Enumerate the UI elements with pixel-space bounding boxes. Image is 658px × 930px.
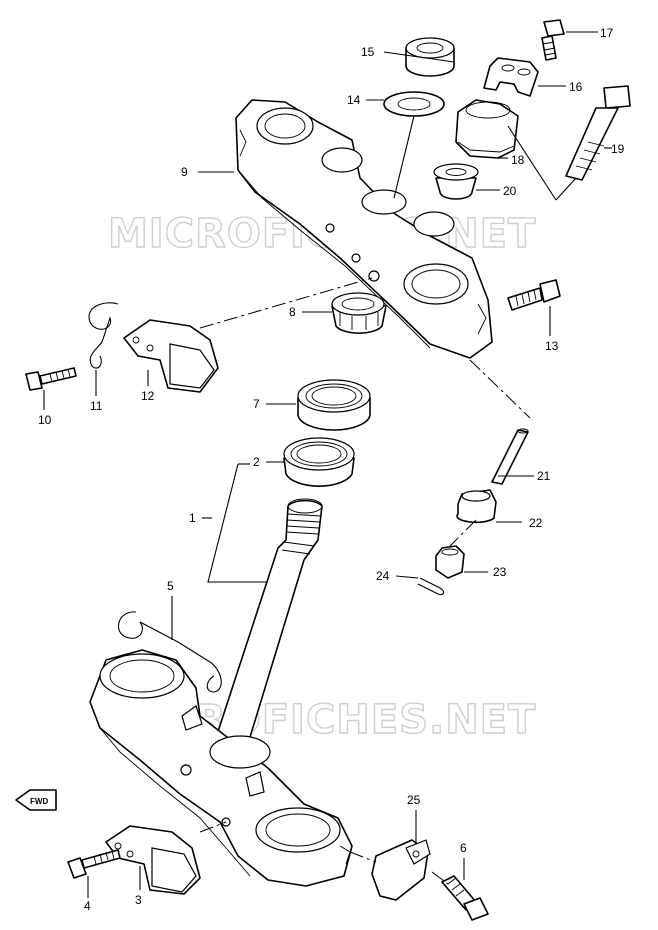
callout-19: 19 bbox=[611, 142, 625, 156]
callout-8: 8 bbox=[289, 305, 296, 319]
callout-10: 10 bbox=[38, 413, 52, 427]
assembly-lines bbox=[199, 277, 531, 885]
part-19-bolt bbox=[565, 85, 631, 181]
part-4-bolt bbox=[67, 849, 121, 879]
part-10-bolt bbox=[25, 367, 77, 391]
part-12-cable-guide bbox=[123, 319, 219, 393]
part-5-wire-clip bbox=[117, 611, 222, 693]
part-23-nut bbox=[435, 545, 465, 579]
callout-11: 11 bbox=[90, 399, 103, 413]
callout-21: 21 bbox=[537, 469, 551, 483]
part-24-cotter-pin bbox=[417, 577, 445, 596]
upper-bracket bbox=[235, 99, 493, 359]
fwd-label: FWD bbox=[30, 797, 48, 806]
callout-12: 12 bbox=[141, 389, 155, 403]
callout-18: 18 bbox=[511, 153, 525, 167]
part-3-cable-guide bbox=[105, 825, 201, 895]
callout-22: 22 bbox=[529, 516, 543, 530]
part-14-washer bbox=[383, 91, 445, 117]
callout-4: 4 bbox=[84, 899, 91, 913]
callout-25: 25 bbox=[407, 793, 421, 807]
part-7-bearing bbox=[297, 379, 371, 431]
part-21-pin bbox=[491, 428, 529, 485]
callout-6: 6 bbox=[460, 841, 467, 855]
leader-lines bbox=[43, 31, 612, 898]
callout-20: 20 bbox=[503, 184, 517, 198]
part-17-bolt bbox=[541, 19, 565, 61]
lower-bracket bbox=[89, 649, 353, 887]
part-13-bolt bbox=[507, 279, 561, 311]
fwd-arrow-icon: FWD bbox=[15, 789, 57, 811]
part-6-bolt bbox=[441, 875, 489, 921]
callout-5: 5 bbox=[167, 579, 174, 593]
callout-16: 16 bbox=[569, 80, 583, 94]
callout-1: 1 bbox=[189, 511, 196, 525]
part-15-nut bbox=[405, 37, 455, 77]
callout-labels: 17 15 16 14 19 18 9 20 8 13 12 11 10 7 2… bbox=[38, 26, 625, 913]
callout-23: 23 bbox=[493, 565, 507, 579]
callout-15: 15 bbox=[361, 45, 375, 59]
callout-7: 7 bbox=[253, 397, 260, 411]
part-25-plate bbox=[371, 839, 431, 901]
callout-3: 3 bbox=[135, 893, 142, 907]
part-2-bearing bbox=[283, 437, 355, 487]
part-20-damper bbox=[433, 163, 479, 200]
callout-14: 14 bbox=[347, 93, 361, 107]
callout-9: 9 bbox=[181, 165, 188, 179]
callout-17: 17 bbox=[600, 26, 614, 40]
part-16-clamp bbox=[483, 57, 539, 97]
callout-24: 24 bbox=[376, 569, 390, 583]
part-22-damper bbox=[456, 489, 497, 524]
part-11-clip bbox=[88, 302, 119, 369]
callout-13: 13 bbox=[545, 339, 559, 353]
callout-2: 2 bbox=[253, 455, 260, 469]
part-8-steering-nut bbox=[331, 292, 387, 334]
part-18-holder bbox=[455, 99, 519, 159]
